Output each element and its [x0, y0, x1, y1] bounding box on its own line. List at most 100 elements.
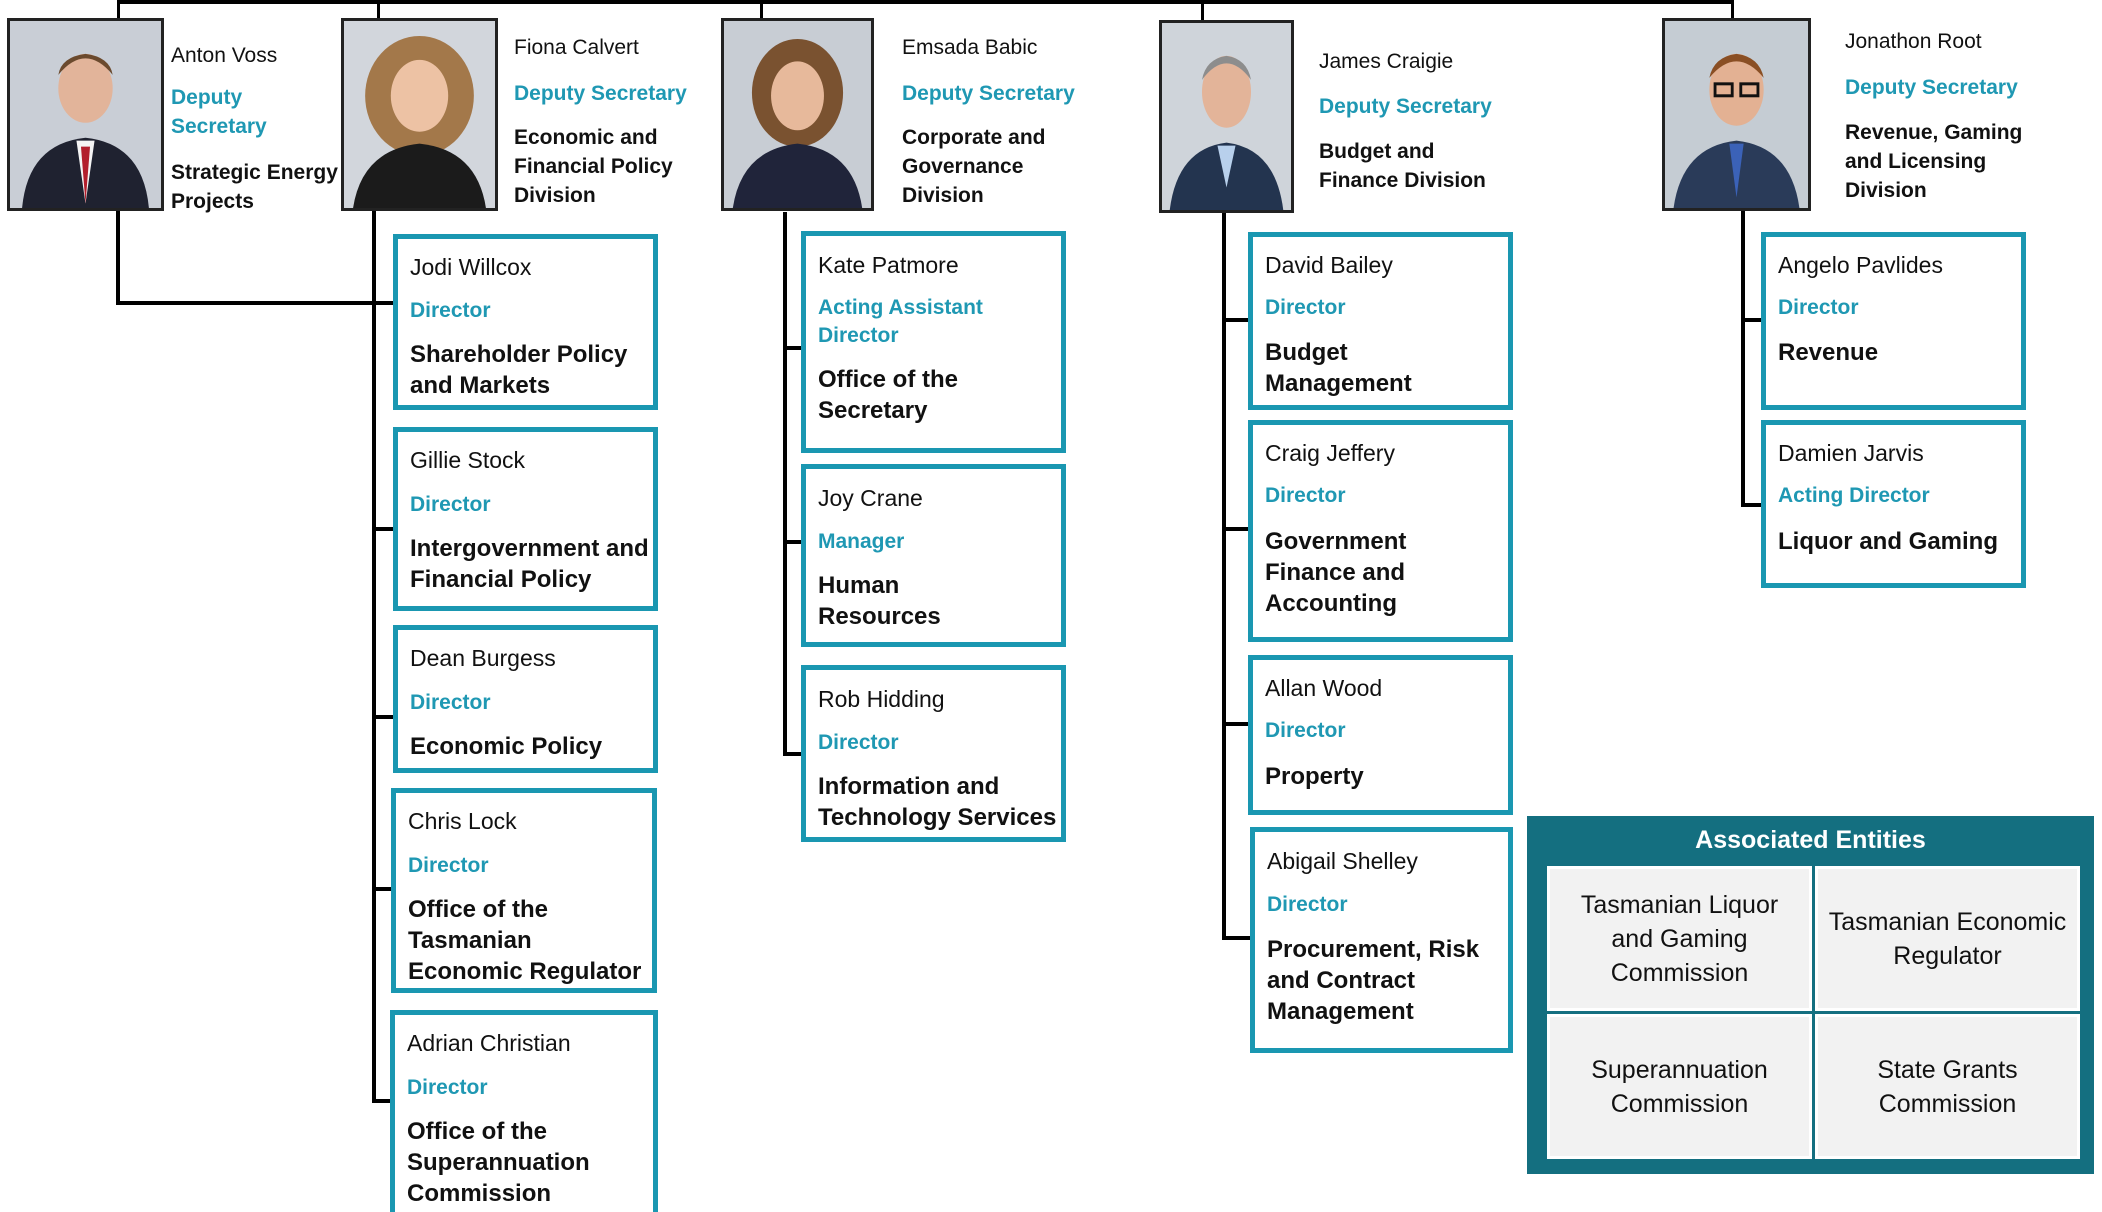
- director-name: Angelo Pavlides: [1778, 252, 1943, 278]
- calvert-spine: [372, 210, 376, 1103]
- entity-cell: Tasmanian Economic Regulator: [1815, 866, 2080, 1011]
- director-role: Director: [410, 299, 491, 322]
- calvert-tick-2: [372, 527, 394, 531]
- craigie-spine: [1222, 212, 1226, 940]
- drop-craigie: [1201, 0, 1204, 20]
- director-role: Director: [1265, 484, 1346, 507]
- deputy-name: Anton Voss: [171, 44, 278, 67]
- director-box: Chris Lock Director Office of the Tasman…: [391, 788, 657, 993]
- deputy-name: Jonathon Root: [1845, 30, 1982, 53]
- director-role: Director: [410, 493, 491, 516]
- director-unit: Human Resources: [818, 572, 941, 630]
- director-box: Rob Hidding Director Information and Tec…: [801, 665, 1066, 842]
- director-box: Gillie Stock Director Intergovernment an…: [393, 427, 658, 611]
- director-name: Gillie Stock: [410, 447, 526, 473]
- deputy-role: Deputy Secretary: [902, 82, 1075, 105]
- director-box: Adrian Christian Director Office of the …: [390, 1010, 658, 1212]
- associated-entities-title: Associated Entities: [1695, 826, 1926, 854]
- director-role: Director: [1778, 296, 1859, 319]
- director-role: Acting Director: [1778, 484, 1930, 507]
- entity-cell: State Grants Commission: [1815, 1014, 2080, 1159]
- director-name: Chris Lock: [408, 808, 517, 834]
- director-unit: Procurement, Risk and Contract Managemen…: [1267, 936, 1480, 1025]
- director-role: Director: [408, 854, 489, 877]
- director-box: Dean Burgess Director Economic Policy: [393, 625, 658, 773]
- deputy-role: Deputy Secretary: [1845, 76, 2018, 99]
- director-box: Damien Jarvis Acting Director Liquor and…: [1761, 420, 2026, 588]
- director-box: Abigail Shelley Director Procurement, Ri…: [1250, 827, 1513, 1053]
- root-tick-1: [1741, 318, 1763, 322]
- director-name: Jodi Willcox: [410, 254, 532, 280]
- root-tick-2: [1741, 503, 1763, 507]
- babic-spine: [783, 212, 787, 756]
- calvert-tick-5: [372, 1099, 394, 1103]
- babic-tick-3: [783, 752, 803, 756]
- calvert-tick-3: [372, 715, 394, 719]
- voss-link-v: [116, 210, 120, 305]
- babic-tick-1: [783, 346, 803, 350]
- director-name: Allan Wood: [1265, 675, 1383, 701]
- director-box: Jodi Willcox Director Shareholder Policy…: [393, 234, 658, 410]
- associated-entities-panel: Associated Entities Tasmanian Liquor and…: [1527, 816, 2094, 1174]
- avatar-babic: [721, 18, 874, 211]
- drop-root: [1731, 0, 1734, 20]
- babic-tick-2: [783, 540, 803, 544]
- director-name: Joy Crane: [818, 485, 923, 511]
- director-unit: Office of the Tasmanian Economic Regulat…: [408, 896, 642, 985]
- drop-voss: [117, 0, 120, 20]
- deputy-division: Budget and Finance Division: [1319, 140, 1486, 192]
- drop-calvert: [377, 0, 380, 20]
- director-role: Director: [1265, 296, 1346, 319]
- deputy-role: Deputy Secretary: [514, 82, 687, 105]
- deputy-name: Fiona Calvert: [514, 36, 639, 59]
- entity-cell: Superannuation Commission: [1547, 1014, 1812, 1159]
- director-role: Director: [407, 1076, 488, 1099]
- deputy-division: Economic and Financial Policy Division: [514, 126, 673, 207]
- calvert-tick-4: [372, 887, 394, 891]
- director-name: David Bailey: [1265, 252, 1393, 278]
- director-name: Rob Hidding: [818, 686, 945, 712]
- director-unit: Government Finance and Accounting: [1265, 528, 1407, 617]
- director-name: Craig Jeffery: [1265, 440, 1395, 466]
- root-spine: [1741, 210, 1745, 507]
- avatar-calvert: [341, 18, 498, 211]
- director-unit: Office of the Superannuation Commission: [407, 1118, 590, 1207]
- director-unit: Information and Technology Services: [818, 773, 1057, 831]
- director-role: Director: [410, 691, 491, 714]
- director-unit: Economic Policy: [410, 733, 603, 760]
- drop-babic: [760, 0, 763, 20]
- director-box: Craig Jeffery Director Government Financ…: [1248, 420, 1513, 642]
- top-connector: [117, 0, 1734, 4]
- director-box: Angelo Pavlides Director Revenue: [1761, 232, 2026, 410]
- craigie-tick-2: [1222, 527, 1252, 531]
- deputy-role: Deputy Secretary: [1319, 95, 1492, 118]
- director-unit: Revenue: [1778, 339, 1879, 366]
- director-unit: Property: [1265, 763, 1364, 790]
- deputy-name: Emsada Babic: [902, 36, 1038, 59]
- deputy-role: Deputy Secretary: [171, 86, 267, 138]
- director-name: Dean Burgess: [410, 645, 556, 671]
- craigie-tick-3: [1222, 722, 1252, 726]
- deputy-division: Revenue, Gaming and Licensing Division: [1845, 121, 2023, 202]
- director-name: Damien Jarvis: [1778, 440, 1924, 466]
- avatar-voss: [7, 18, 164, 211]
- director-box: Allan Wood Director Property: [1248, 655, 1513, 815]
- director-role: Director: [818, 731, 899, 754]
- director-unit: Budget Management: [1265, 339, 1412, 397]
- director-box: Kate Patmore Acting Assistant Director O…: [801, 231, 1066, 453]
- director-unit: Office of the Secretary: [818, 366, 959, 424]
- director-box: David Bailey Director Budget Management: [1248, 232, 1513, 410]
- voss-link-h: [116, 301, 396, 305]
- deputy-name: James Craigie: [1319, 50, 1454, 73]
- director-name: Kate Patmore: [818, 252, 959, 278]
- director-role: Manager: [818, 530, 905, 553]
- director-role: Director: [1265, 719, 1346, 742]
- avatar-craigie: [1159, 20, 1294, 213]
- avatar-root: [1662, 18, 1811, 211]
- director-role: Acting Assistant Director: [818, 296, 983, 347]
- deputy-division: Corporate and Governance Division: [902, 126, 1046, 207]
- deputy-division: Strategic Energy Projects: [171, 161, 338, 213]
- entity-cell: Tasmanian Liquor and Gaming Commission: [1547, 866, 1812, 1011]
- director-unit: Shareholder Policy and Markets: [410, 341, 628, 399]
- director-role: Director: [1267, 893, 1348, 916]
